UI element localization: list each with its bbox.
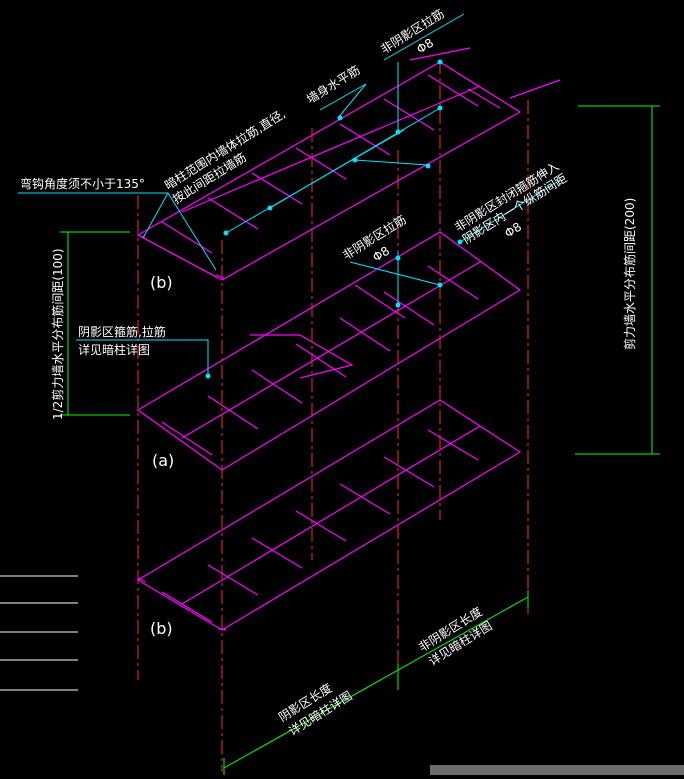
leader-tie-mid xyxy=(349,261,441,286)
case-b-bottom-label: (b) xyxy=(150,619,173,638)
tie-hook-note-line1: 暗柱范围内墙体拉筋,直径, xyxy=(162,106,288,193)
top-rebar-assembly xyxy=(136,61,522,281)
leader-hook-2 xyxy=(167,192,217,271)
leader-tie-cross xyxy=(354,159,429,166)
hook-angle-label: 弯钩角度须不小于135° xyxy=(20,176,145,191)
middle-rebar-assembly xyxy=(136,231,522,471)
bottom-dim-line xyxy=(223,596,529,769)
leader-lines xyxy=(18,13,561,376)
wall-horizontal-label: 墙身水平筋 xyxy=(304,62,363,107)
text-labels: 弯钩角度须不小于135° 暗柱范围内墙体拉筋,直径, 按此间距拉墙筋 非阴影区拉… xyxy=(20,6,637,739)
right-dim-label: 剪力墙水平分布筋间距(200) xyxy=(622,198,637,350)
case-a-label: (a) xyxy=(152,451,174,470)
nonshadow-tie-top-label: 非阴影区拉筋 xyxy=(378,6,447,57)
left-dim-label: 1/2剪力墙水平分布筋间距(100) xyxy=(50,248,65,420)
shadow-note-line2: 详见暗柱详图 xyxy=(78,342,150,357)
leader-nonshadow-top xyxy=(383,13,465,61)
leader-shadow xyxy=(76,339,209,376)
dia-mid-label: Φ8 xyxy=(370,244,392,265)
status-bar-fragment xyxy=(430,765,684,775)
case-b-top-label: (b) xyxy=(150,273,173,292)
node-dots xyxy=(205,59,463,379)
shadow-note-line1: 阴影区箍筋,拉筋 xyxy=(78,324,166,339)
dimension-lines xyxy=(60,105,660,775)
leader-wall-horizontal xyxy=(319,83,367,119)
rebar-lines xyxy=(136,47,561,631)
bottom-rebar-assembly xyxy=(136,399,522,631)
left-stub-lines xyxy=(0,575,78,691)
axis-lines xyxy=(137,60,529,772)
dia-top-label: Φ8 xyxy=(414,36,436,57)
leader-extend xyxy=(459,179,561,243)
